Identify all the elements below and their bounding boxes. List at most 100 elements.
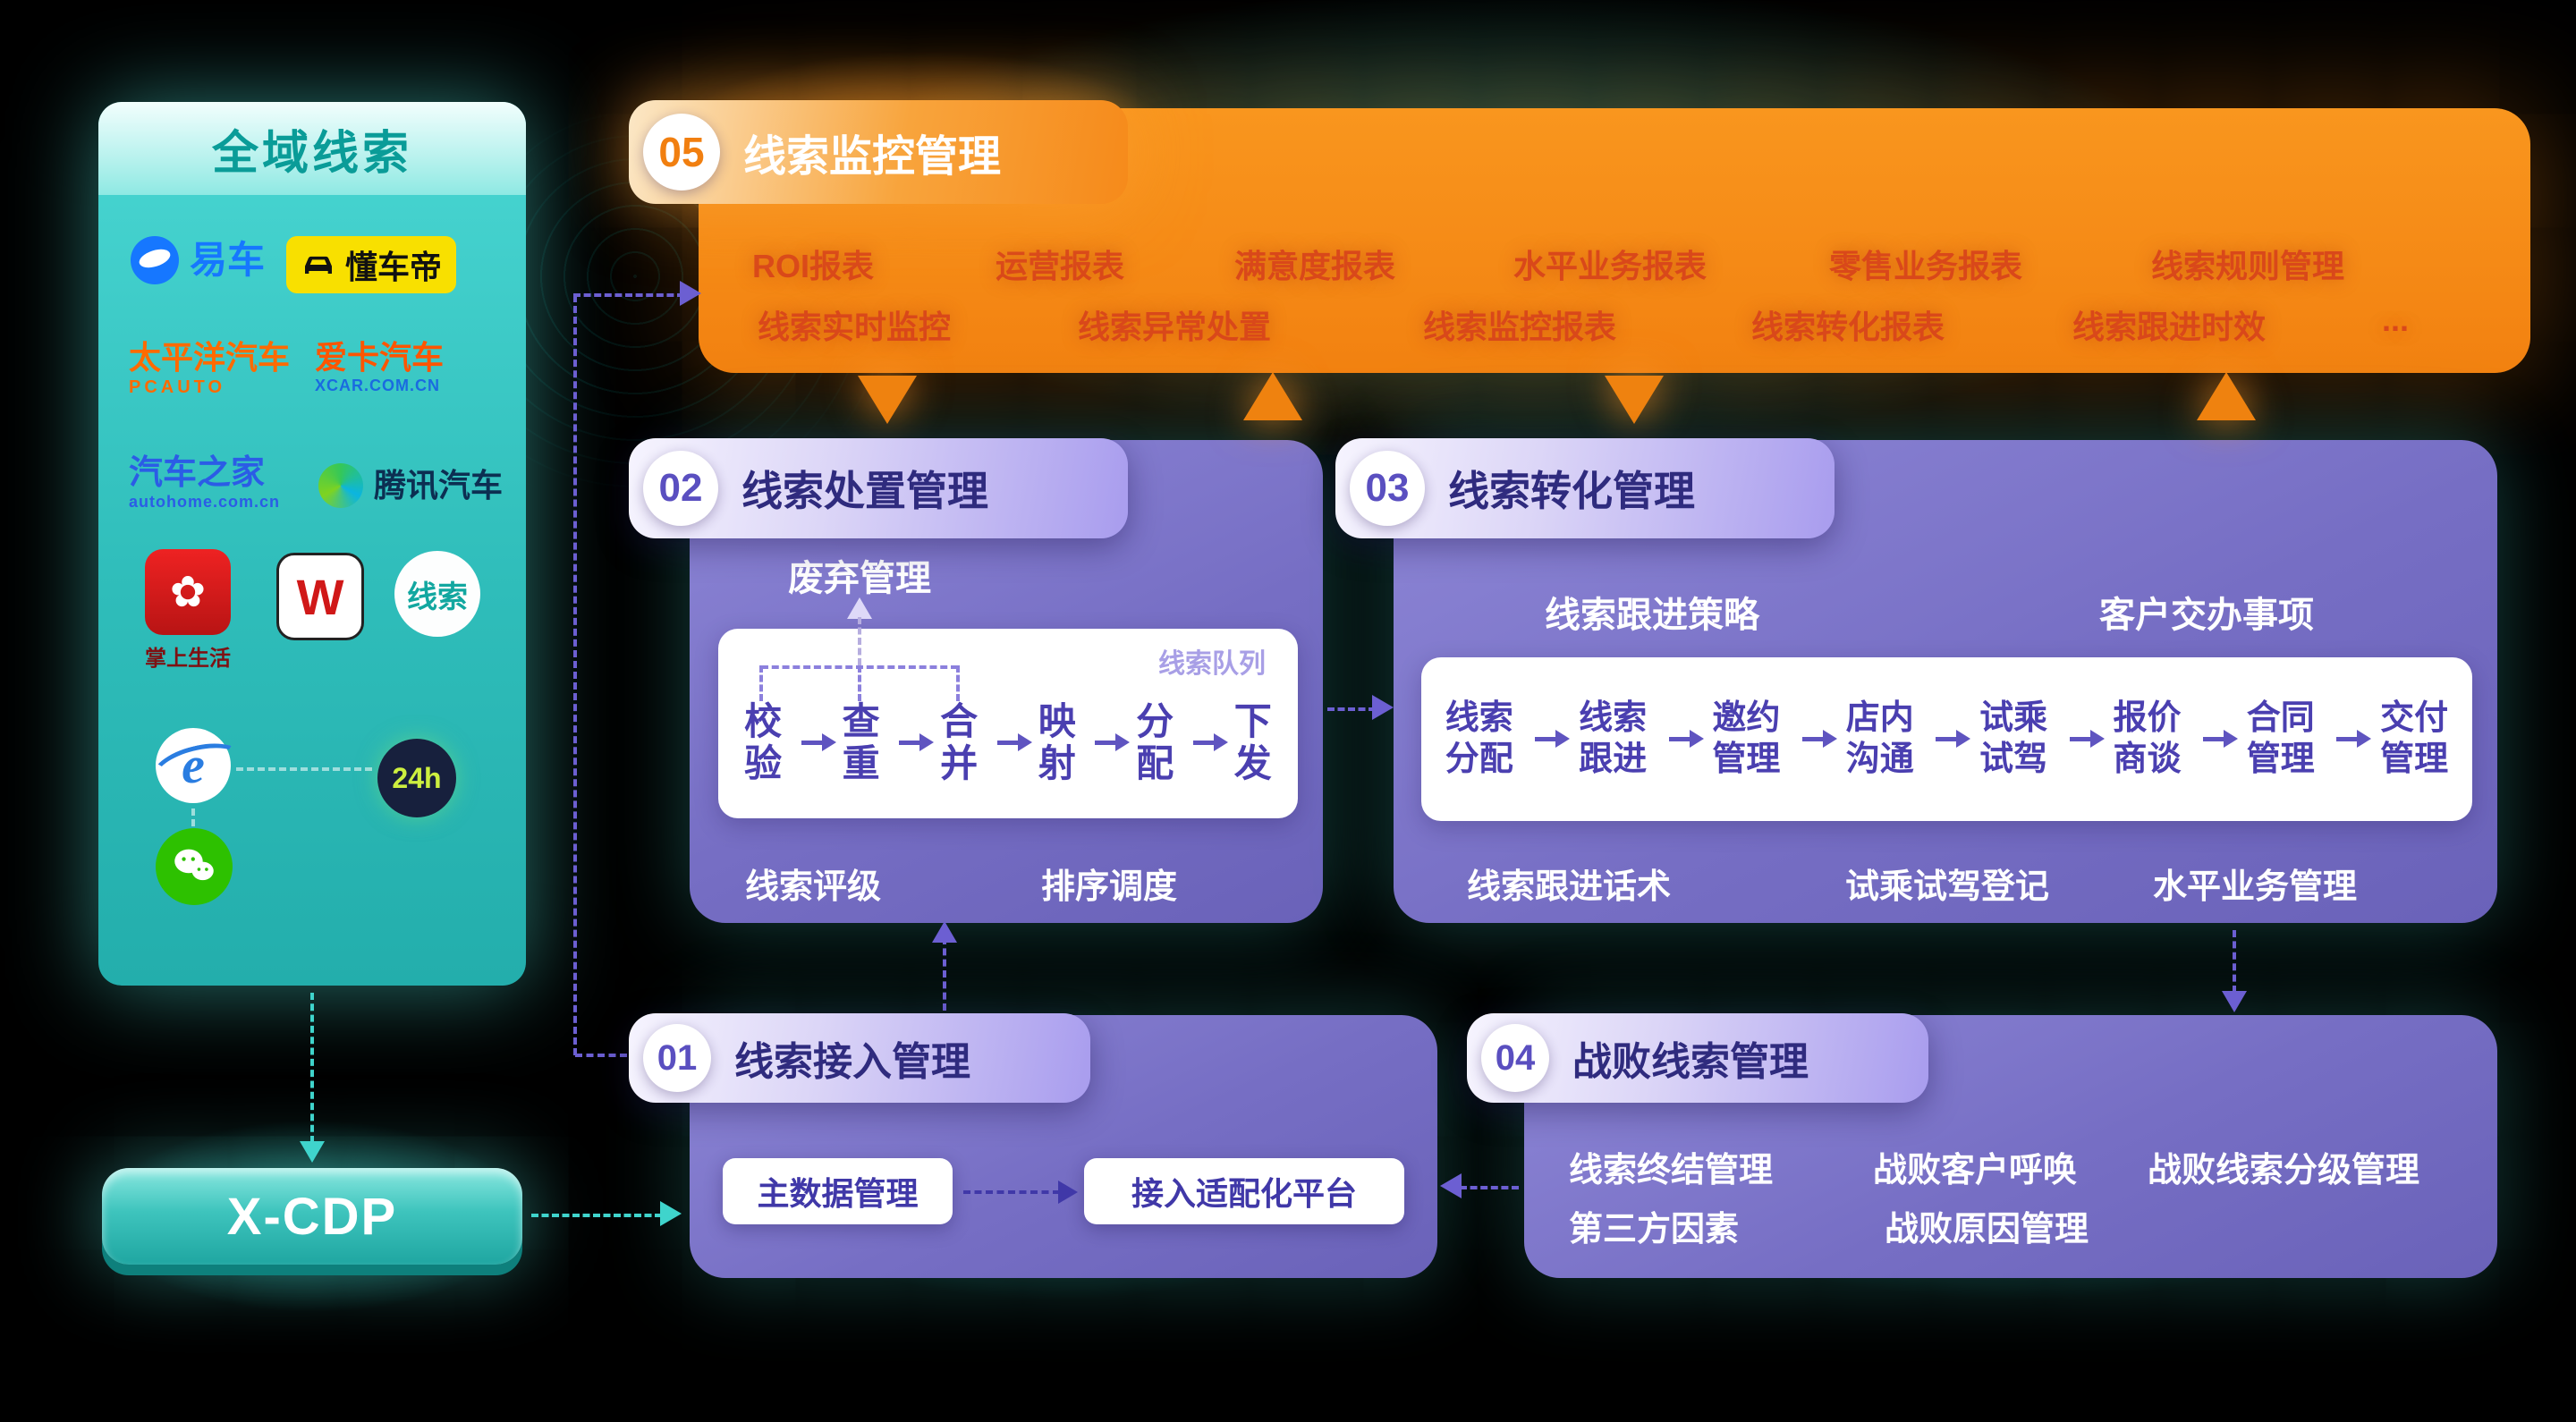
h24-label: 24h (392, 761, 442, 794)
queue-step: 查重 (842, 699, 880, 784)
intake-to-monitor-connector (573, 295, 577, 1055)
arrow-up-icon (932, 921, 957, 943)
intake-to-disposal-connector (943, 937, 946, 1011)
monitor-item: 线索转化报表 (1750, 309, 1945, 345)
arrow-down-icon (300, 1141, 325, 1163)
block-05-title: 线索监控管理 (743, 133, 1002, 181)
logo-zhangshang: ✿ 掌上生活 (145, 549, 231, 672)
block-05-number: 05 (643, 114, 720, 190)
monitor-item: 线索规则管理 (2150, 248, 2345, 284)
logo-wechat (156, 828, 233, 905)
arrow-up-icon (2197, 372, 2256, 420)
disposal-to-conversion-connector (1327, 707, 1376, 711)
horizontal-biz-label: 水平业务管理 (2153, 868, 2358, 906)
testdrive-reg-label: 试乘试驾登记 (1845, 868, 2050, 906)
monitor-item: 零售业务报表 (1828, 248, 2023, 284)
logo-label: 汽车之家 (129, 454, 266, 492)
monitor-item: ROI报表 (751, 248, 875, 284)
follow-strategy-label: 线索跟进策略 (1545, 596, 1759, 635)
wechat-icon (156, 828, 233, 905)
block-03-header: 03 线索转化管理 (1335, 438, 1835, 538)
conversion-step: 合同管理 (2246, 698, 2315, 778)
arrow-right-icon (1668, 730, 1704, 748)
hotline-24h-icon: 24h (377, 739, 456, 817)
monitor-item: ... (2381, 301, 2410, 338)
conversion-to-lost-connector (2233, 930, 2236, 993)
monitor-item: 线索监控报表 (1422, 309, 1617, 345)
monitor-item: 满意度报表 (1233, 248, 1396, 284)
logo-yiche: 易车 (131, 236, 265, 284)
queue-label: 线索队列 (1158, 649, 1266, 679)
car-icon (305, 256, 332, 274)
discard-label: 废弃管理 (788, 559, 931, 598)
block-01-number: 01 (643, 1024, 711, 1092)
block-04-title: 战败线索管理 (1572, 1040, 1809, 1084)
conversion-flow-box: 线索分配 线索跟进 邀约管理 店内沟通 试乘试驾 报价商谈 合同管理 交付管理 (1421, 657, 2472, 821)
discard-connector (858, 617, 861, 665)
monitor-item: 水平业务报表 (1513, 248, 1707, 284)
conversion-steps: 线索分配 线索跟进 邀约管理 店内沟通 试乘试驾 报价商谈 合同管理 交付管理 (1441, 657, 2453, 821)
discard-connector (858, 665, 861, 701)
arrow-right-icon (680, 281, 701, 306)
arrow-down-icon (858, 376, 917, 424)
logo-sublabel: PCAUTO (129, 377, 226, 397)
block-05-header: 05 线索监控管理 (629, 100, 1128, 204)
logo-label: 腾讯汽车 (374, 467, 504, 504)
block-03-title: 线索转化管理 (1448, 468, 1695, 514)
queue-step: 分配 (1136, 699, 1174, 784)
arrow-right-icon (1095, 732, 1131, 751)
sidebar-connector (191, 808, 195, 826)
arrow-right-icon (1372, 695, 1394, 720)
arrow-left-icon (1440, 1173, 1462, 1198)
block-04-number: 04 (1481, 1024, 1549, 1092)
conversion-step: 邀约管理 (1712, 698, 1781, 778)
block-01-header: 01 线索接入管理 (629, 1013, 1090, 1103)
conversion-step: 交付管理 (2380, 698, 2449, 778)
xcdp-box: X-CDP (102, 1168, 522, 1265)
xcdp-to-intake-connector (531, 1214, 662, 1217)
logo-label: 太平洋汽车 (129, 339, 291, 376)
arrow-down-icon (1605, 376, 1664, 424)
logo-24h: 24h (377, 739, 456, 817)
arrow-right-icon (660, 1201, 682, 1226)
arrow-right-icon (996, 732, 1032, 751)
logo-sublabel: XCAR.COM.CN (315, 377, 440, 394)
arrow-right-icon (2069, 730, 2105, 748)
arrow-up-icon (847, 597, 872, 619)
logo-label: 懂车帝 (345, 249, 443, 285)
block-02-number: 02 (643, 451, 718, 526)
w-letter: W (296, 568, 344, 625)
ie-browser-icon: e (147, 728, 249, 803)
clue-label: 线索 (407, 580, 468, 614)
script-label: 线索跟进话术 (1467, 868, 1672, 906)
logo-autohome: 汽车之家 autohome.com.cn (129, 456, 280, 512)
tencent-auto-icon (318, 463, 363, 508)
clue-badge-icon: 线索 (394, 551, 480, 637)
arrow-right-icon (1802, 730, 1838, 748)
block-02-title: 线索处置管理 (741, 468, 988, 514)
block-03-number: 03 (1350, 451, 1425, 526)
master-data-box: 主数据管理 (723, 1158, 953, 1224)
zhangshang-icon: ✿ (145, 549, 231, 635)
logo-label: 爱卡汽车 (315, 339, 445, 376)
conversion-step: 店内沟通 (1845, 698, 1914, 778)
customer-task-label: 客户交办事项 (2099, 596, 2314, 635)
master-data-label: 主数据管理 (757, 1175, 919, 1212)
logo-dongchedi: 懂车帝 (286, 236, 457, 293)
monitor-item: 线索跟进时效 (2072, 309, 2267, 345)
lost-item: 战败线索分级管理 (2148, 1152, 2420, 1189)
sidebar-connector (236, 767, 372, 771)
ie-letter: e (182, 736, 205, 794)
intake-connector (963, 1190, 1060, 1194)
yiche-icon (131, 236, 179, 284)
block-03-conversion: 线索跟进策略 客户交办事项 线索分配 线索跟进 邀约管理 店内沟通 试乘试驾 报… (1394, 440, 2497, 923)
logo-tencent-auto: 腾讯汽车 (318, 463, 503, 508)
arrow-up-icon (1243, 372, 1302, 420)
arrow-right-icon (1192, 732, 1228, 751)
lost-item: 战败客户呼唤 (1873, 1152, 2078, 1189)
conversion-step: 报价商谈 (2113, 698, 2182, 778)
block-02-disposal: 废弃管理 线索队列 校验 查重 合并 映射 分配 下发 线索评级 (690, 440, 1323, 923)
queue-step: 合并 (940, 699, 979, 784)
discard-connector (759, 665, 763, 701)
